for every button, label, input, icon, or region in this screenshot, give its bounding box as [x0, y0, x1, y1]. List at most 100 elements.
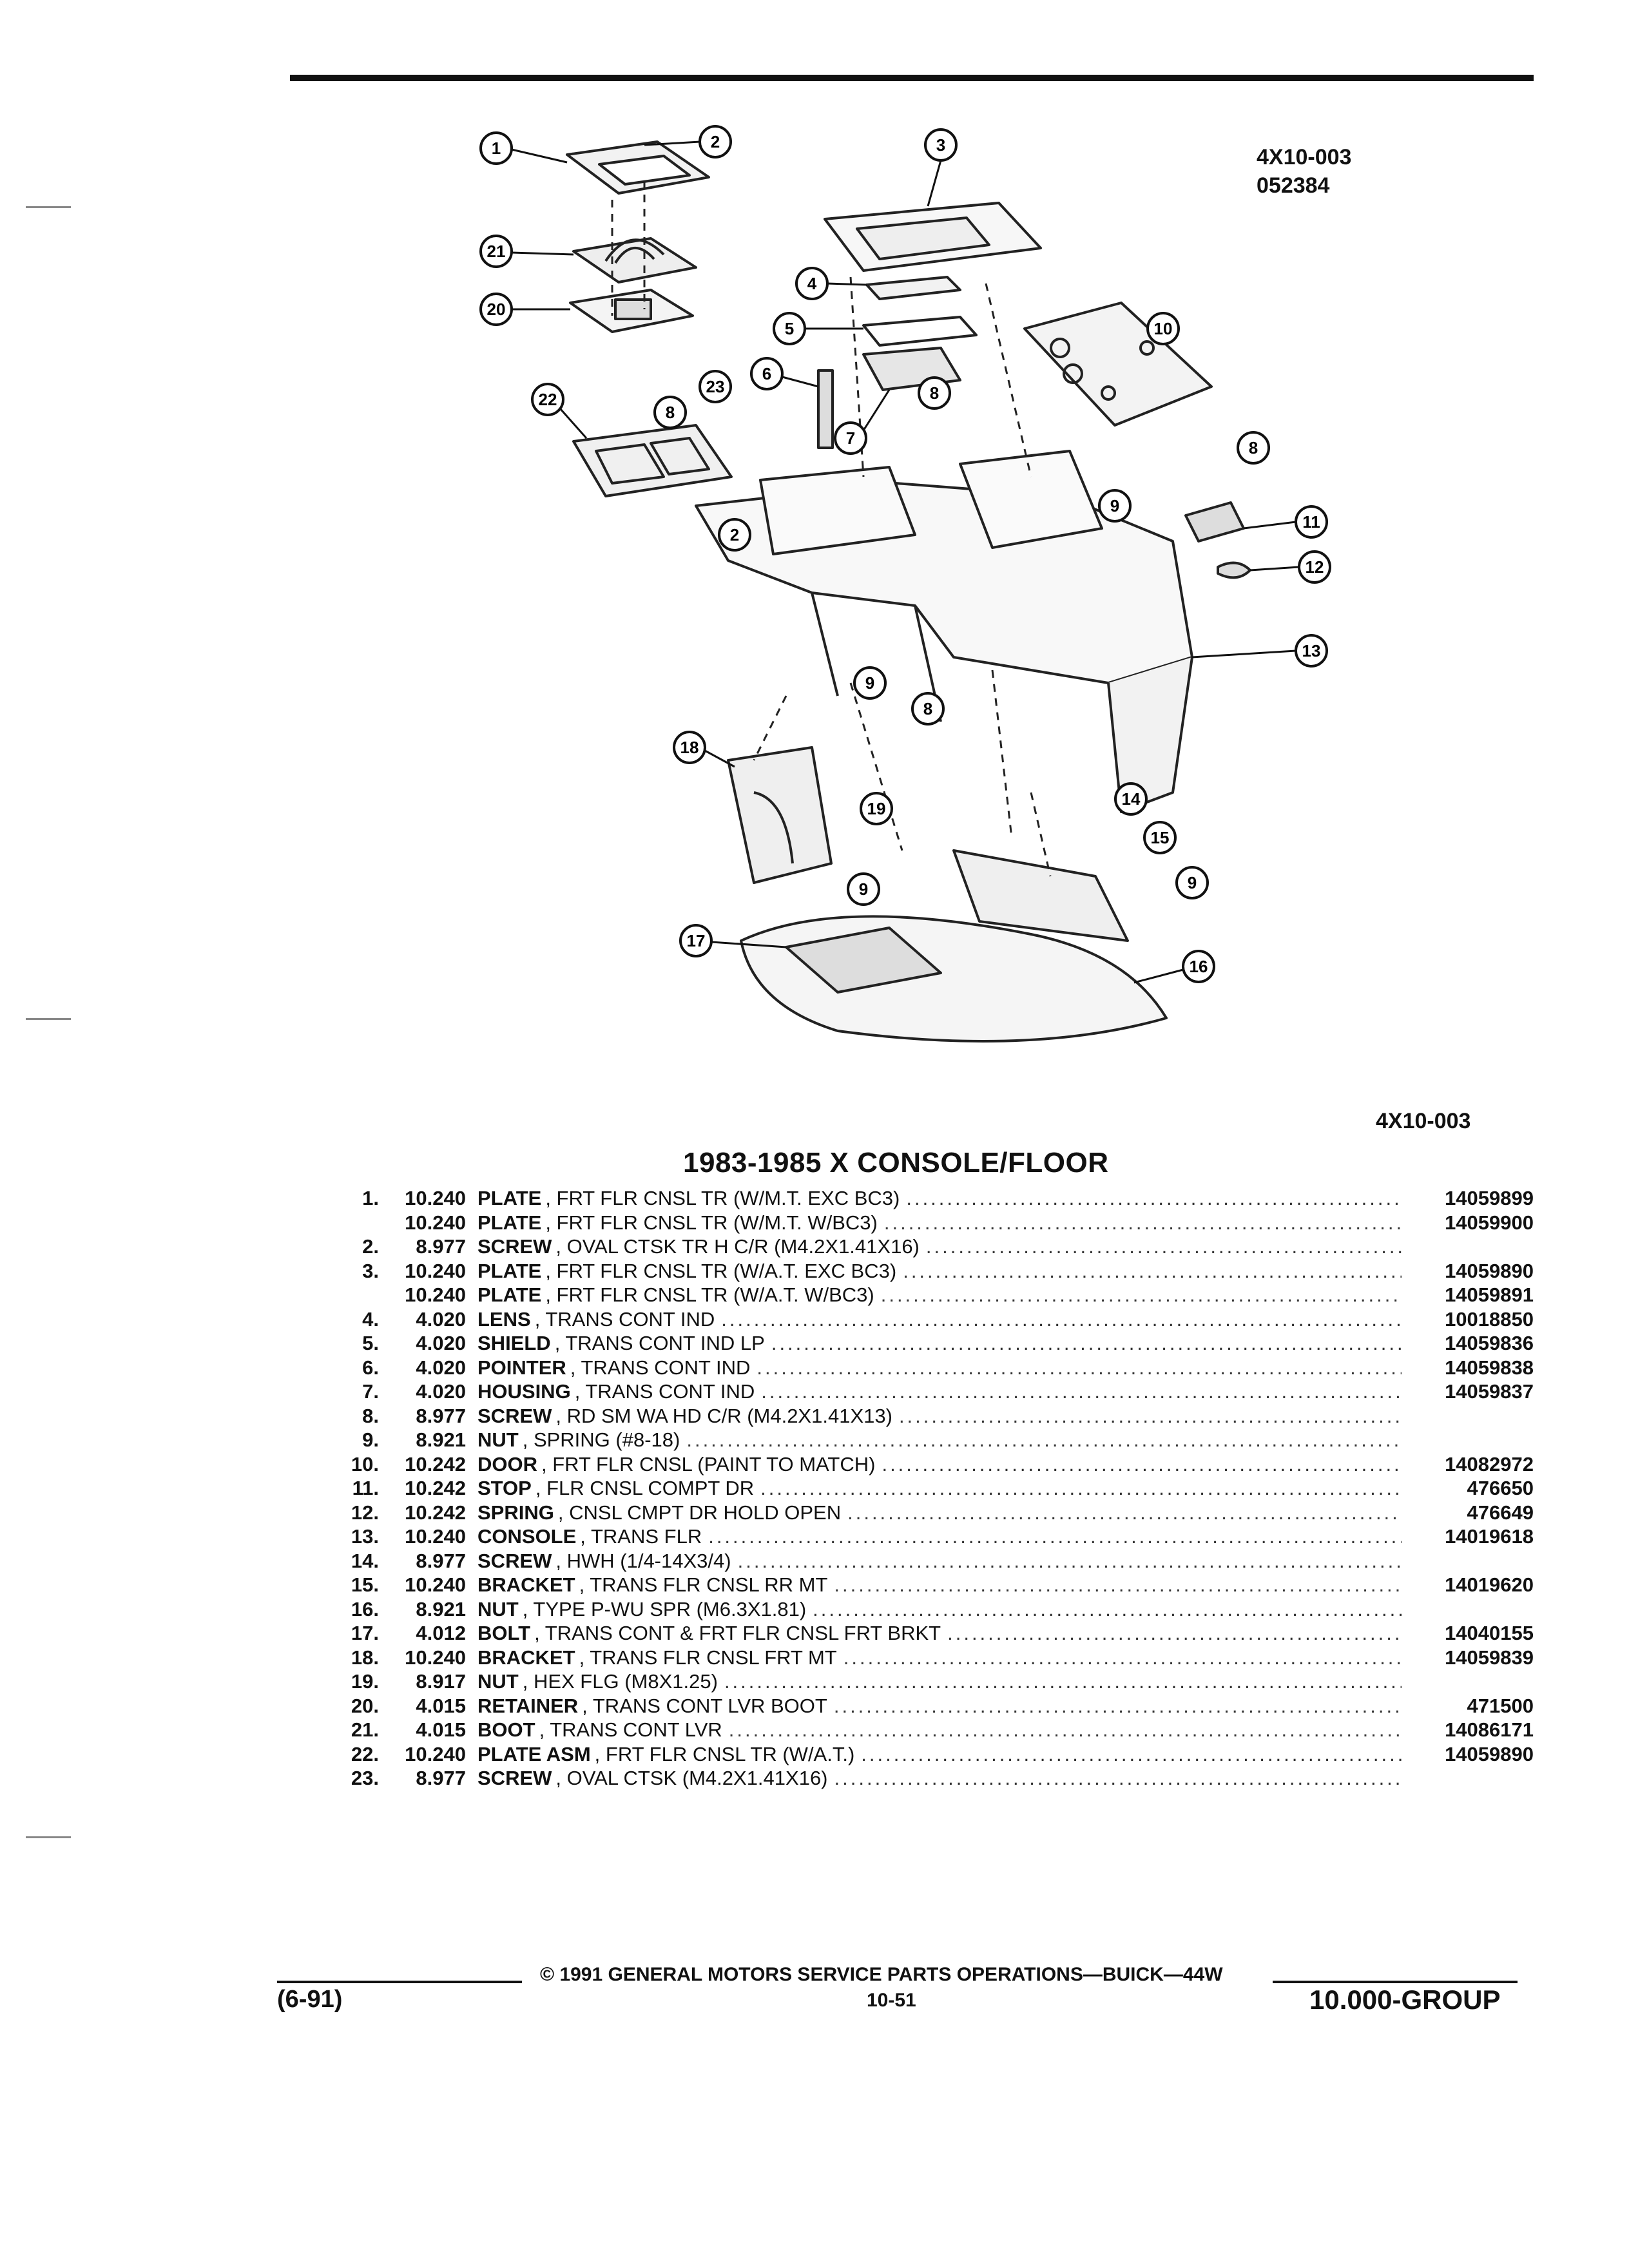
- part-name: LENS: [477, 1307, 531, 1331]
- part-group-code: 4.012: [416, 1622, 466, 1644]
- callout-2-top: 2: [644, 125, 732, 159]
- part-number-index: 10.: [351, 1452, 379, 1475]
- part-number-index: 2.: [362, 1235, 379, 1258]
- part-description: PLATE, FRT FLR CNSL TR (W/A.T. EXC BC3): [477, 1260, 1402, 1283]
- part-catalog-number: 14059837: [1445, 1380, 1534, 1403]
- footer-rule-right: [1273, 1981, 1518, 1983]
- part-detail: , TRANS FLR: [580, 1525, 702, 1548]
- part-group-code: 8.921: [416, 1597, 466, 1620]
- svg-text:17: 17: [687, 931, 706, 950]
- part-catalog-number: 14059890: [1445, 1742, 1534, 1765]
- part-number-index: 20.: [351, 1694, 379, 1717]
- part-detail: , TRANS CONT LVR: [539, 1718, 722, 1741]
- part-group-code: 8.921: [416, 1428, 466, 1451]
- leader-dots: [750, 1356, 1402, 1379]
- part-group-code: 10.240: [405, 1211, 466, 1234]
- part-catalog-number: 14059899: [1445, 1187, 1534, 1209]
- figure-id-block: 4X10-003 052384: [1257, 143, 1351, 200]
- svg-text:6: 6: [762, 364, 771, 383]
- part-description: SHIELD, TRANS CONT IND LP: [477, 1332, 1402, 1355]
- part-number-index: 4.: [362, 1307, 379, 1331]
- part-description: SCREW, HWH (1/4-14X3/4): [477, 1550, 1402, 1573]
- svg-text:18: 18: [680, 738, 699, 757]
- part-detail: , OVAL CTSK (M4.2X1.41X16): [555, 1767, 828, 1789]
- leader-dots: [722, 1718, 1402, 1742]
- callout-18: 18: [673, 731, 735, 768]
- part-detail: , TYPE P-WU SPR (M6.3X1.81): [522, 1597, 807, 1620]
- svg-text:13: 13: [1302, 641, 1321, 660]
- part-group-code: 10.242: [405, 1501, 466, 1524]
- leader-dots: [731, 1550, 1402, 1573]
- figure-id: 4X10-003: [1257, 145, 1352, 169]
- leader-dots: [878, 1211, 1402, 1235]
- callout-8c: 8: [1237, 431, 1270, 465]
- part-description: LENS, TRANS CONT IND: [477, 1308, 1402, 1331]
- part-catalog-number: 14059890: [1445, 1259, 1534, 1282]
- part-description: NUT, SPRING (#8-18): [477, 1428, 1402, 1452]
- part-description: RETAINER, TRANS CONT LVR BOOT: [477, 1695, 1402, 1718]
- part-group-code: 10.240: [405, 1525, 466, 1548]
- part-row: 15. 10.240 BRACKET, TRANS FLR CNSL RR MT 14…: [335, 1573, 1534, 1598]
- svg-text:2: 2: [711, 132, 720, 151]
- part-description: BRACKET, TRANS FLR CNSL RR MT: [477, 1573, 1402, 1597]
- svg-text:11: 11: [1302, 512, 1320, 532]
- part-detail: , HEX FLG (M8X1.25): [522, 1670, 718, 1693]
- part-number-index: 23.: [351, 1767, 379, 1789]
- part-detail: , FRT FLR CNSL (PAINT TO MATCH): [541, 1452, 876, 1475]
- part-detail: , TRANS CONT IND: [534, 1307, 715, 1331]
- part-number-index: 9.: [362, 1428, 379, 1451]
- part-group-code: 8.977: [416, 1767, 466, 1789]
- part-detail: , RD SM WA HD C/R (M4.2X1.41X13): [555, 1404, 892, 1427]
- leader-dots: [900, 1187, 1402, 1210]
- part-number-index: 17.: [351, 1622, 379, 1644]
- footer-revision: (6-91): [277, 1986, 343, 2013]
- part-group-code: 10.240: [405, 1259, 466, 1282]
- part-detail: , TRANS CONT IND: [574, 1380, 755, 1403]
- leader-dots: [892, 1405, 1402, 1428]
- svg-text:9: 9: [865, 673, 874, 693]
- svg-text:2: 2: [730, 525, 739, 544]
- svg-text:21: 21: [487, 242, 506, 261]
- part-number-index: 15.: [351, 1573, 379, 1596]
- part-description: NUT, HEX FLG (M8X1.25): [477, 1670, 1402, 1693]
- part-group-code: 10.240: [405, 1573, 466, 1596]
- part-catalog-number: 14059900: [1445, 1211, 1534, 1234]
- part-name: SCREW: [477, 1235, 552, 1258]
- part-catalog-number: 14019618: [1445, 1525, 1534, 1548]
- part-description: DOOR, FRT FLR CNSL (PAINT TO MATCH): [477, 1453, 1402, 1476]
- part-detail: , FLR CNSL COMPT DR: [535, 1477, 755, 1499]
- margin-mark: [26, 1836, 71, 1838]
- part-number-index: 18.: [351, 1646, 379, 1669]
- part-catalog-number: 14019620: [1445, 1573, 1534, 1596]
- part-name: HOUSING: [477, 1380, 571, 1403]
- part-number-index: 11.: [352, 1477, 379, 1499]
- margin-mark: [26, 206, 71, 208]
- svg-text:4: 4: [807, 274, 817, 293]
- leader-dots: [874, 1283, 1402, 1307]
- callout-16: 16: [1133, 950, 1215, 984]
- callout-13: 13: [1191, 634, 1328, 668]
- part-group-code: 4.015: [416, 1694, 466, 1717]
- svg-text:10: 10: [1154, 319, 1173, 338]
- part-group-code: 10.242: [405, 1477, 466, 1499]
- svg-text:7: 7: [846, 428, 855, 448]
- svg-text:8: 8: [1249, 438, 1258, 457]
- part-detail: , FRT FLR CNSL TR (W/M.T. EXC BC3): [545, 1187, 900, 1209]
- callout-17: 17: [679, 924, 787, 957]
- part-catalog-number: 10018850: [1445, 1307, 1534, 1331]
- part-name: NUT: [477, 1597, 519, 1620]
- figure-id-bottom: 4X10-003: [1376, 1109, 1471, 1133]
- svg-text:9: 9: [859, 879, 868, 899]
- part-number-index: 22.: [351, 1742, 379, 1765]
- part-description: SPRING, CNSL CMPT DR HOLD OPEN: [477, 1501, 1402, 1524]
- svg-text:1: 1: [492, 139, 501, 158]
- callout-5: 5: [773, 312, 863, 345]
- callout-19: 19: [860, 792, 893, 825]
